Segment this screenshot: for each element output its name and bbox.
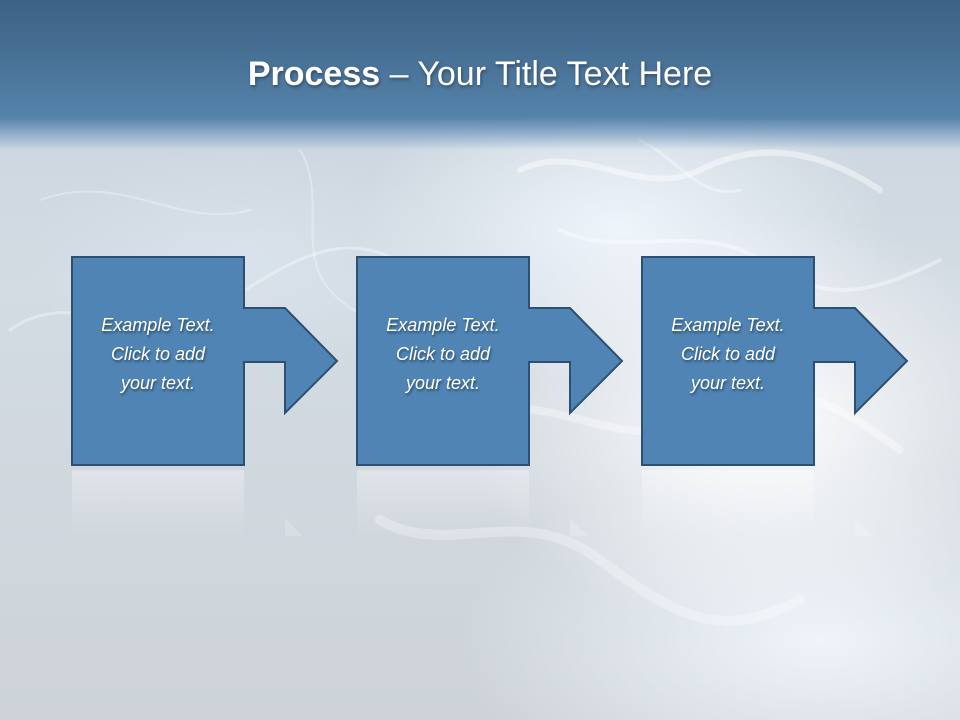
step-reflection <box>72 470 303 536</box>
step-text-line: Click to add <box>395 344 491 364</box>
step-text[interactable]: Example Text. Click to add your text. <box>641 311 815 398</box>
process-step-1[interactable]: Example Text. Click to add your text. <box>71 256 343 536</box>
title-rest-part: – Your Title Text Here <box>380 55 713 93</box>
title-bold-part: Process <box>247 55 381 93</box>
step-text[interactable]: Example Text. Click to add your text. <box>71 311 245 398</box>
step-reflection <box>642 470 873 536</box>
step-arrow-shape <box>356 256 624 466</box>
slide-title[interactable]: Process – Your Title Text Here <box>0 52 960 96</box>
step-text-line: your text. <box>405 373 481 393</box>
step-text-line: Click to add <box>680 344 776 364</box>
step-text[interactable]: Example Text. Click to add your text. <box>356 311 530 398</box>
step-arrow-shape <box>641 256 909 466</box>
process-step-3[interactable]: Example Text. Click to add your text. <box>641 256 913 536</box>
process-step-2[interactable]: Example Text. Click to add your text. <box>356 256 628 536</box>
step-reflection <box>357 470 588 536</box>
step-text-line: your text. <box>120 373 196 393</box>
step-text-line: Example Text. <box>101 315 215 335</box>
step-text-line: Example Text. <box>671 315 785 335</box>
step-text-line: Example Text. <box>386 315 500 335</box>
step-text-line: your text. <box>690 373 766 393</box>
step-text-line: Click to add <box>110 344 206 364</box>
step-arrow-shape <box>71 256 339 466</box>
title-bar <box>0 0 960 150</box>
